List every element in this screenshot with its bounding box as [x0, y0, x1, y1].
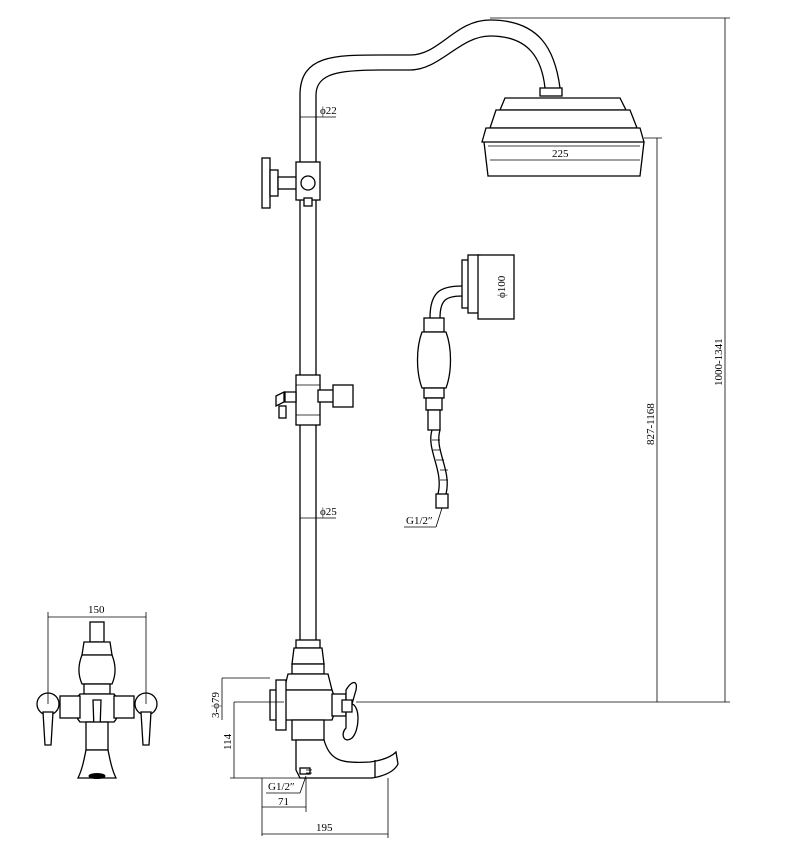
hand-shower [416, 254, 515, 509]
wall-bracket-upper [261, 157, 321, 209]
shower-head [481, 87, 645, 177]
inlet-height-label: 114 [222, 733, 234, 750]
hose-thread-label: G1/2″ [406, 515, 433, 527]
mixer-side-view [36, 621, 158, 779]
slide-holder [275, 374, 354, 426]
handset-diameter-label: ϕ100 [496, 275, 508, 298]
inlet-diameter-label: 3-ϕ79 [210, 692, 222, 718]
spout-offset-label: 71 [278, 796, 289, 808]
gooseneck-arm [299, 19, 561, 96]
pipe-upper-diameter-label: ϕ22 [320, 105, 337, 117]
spout-reach-label: 195 [316, 822, 333, 834]
mixer-body-front [269, 639, 399, 779]
head-height-range-label: 827-1168 [645, 403, 657, 445]
head-width-label: 225 [552, 148, 569, 160]
overall-height-range-label: 1000-1341 [713, 338, 725, 386]
inlet-thread-label: G1/2″ [268, 781, 295, 793]
mixer-width-label: 150 [88, 604, 105, 616]
pipe-lower-diameter-label: ϕ25 [320, 506, 337, 518]
dimension-lines [47, 17, 730, 838]
